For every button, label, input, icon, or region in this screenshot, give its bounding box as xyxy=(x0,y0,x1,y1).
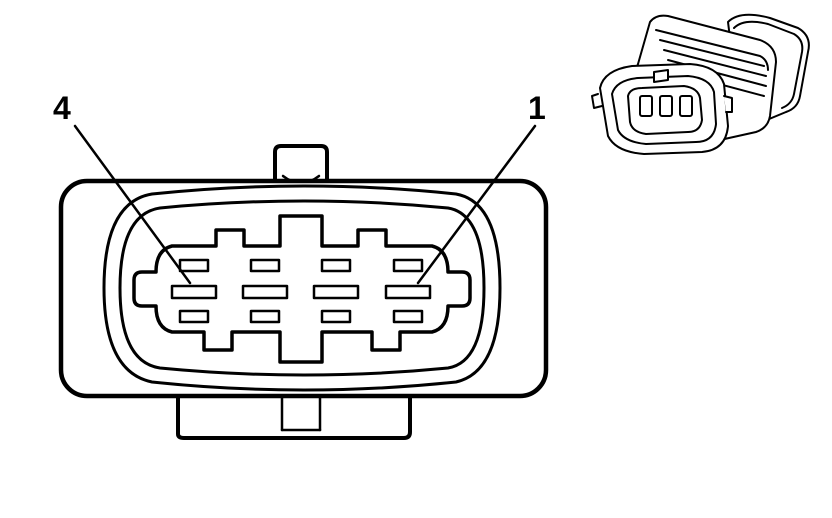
terminal-pin xyxy=(178,309,210,324)
connector-bottom-tab xyxy=(176,390,412,440)
terminal-pin xyxy=(392,309,424,324)
terminal-pin xyxy=(178,258,210,273)
terminal-pin xyxy=(249,309,281,324)
pin-label-4: 4 xyxy=(53,90,71,126)
terminal-pin xyxy=(241,284,289,300)
terminal-pin xyxy=(249,258,281,273)
terminal-pin xyxy=(170,284,218,300)
leader-line-1 xyxy=(416,124,537,285)
leader-line-4 xyxy=(73,124,192,285)
terminal-pin xyxy=(312,284,360,300)
pin-label-1: 1 xyxy=(528,90,546,126)
terminal-pin xyxy=(392,258,424,273)
connector-seal-inner xyxy=(118,199,486,377)
connector-latch xyxy=(273,144,329,182)
terminal-pin xyxy=(320,309,352,324)
terminal-pin xyxy=(320,258,352,273)
connector-seal-outer xyxy=(102,184,502,392)
terminal-pin xyxy=(384,284,432,300)
terminal-frame xyxy=(132,214,472,364)
